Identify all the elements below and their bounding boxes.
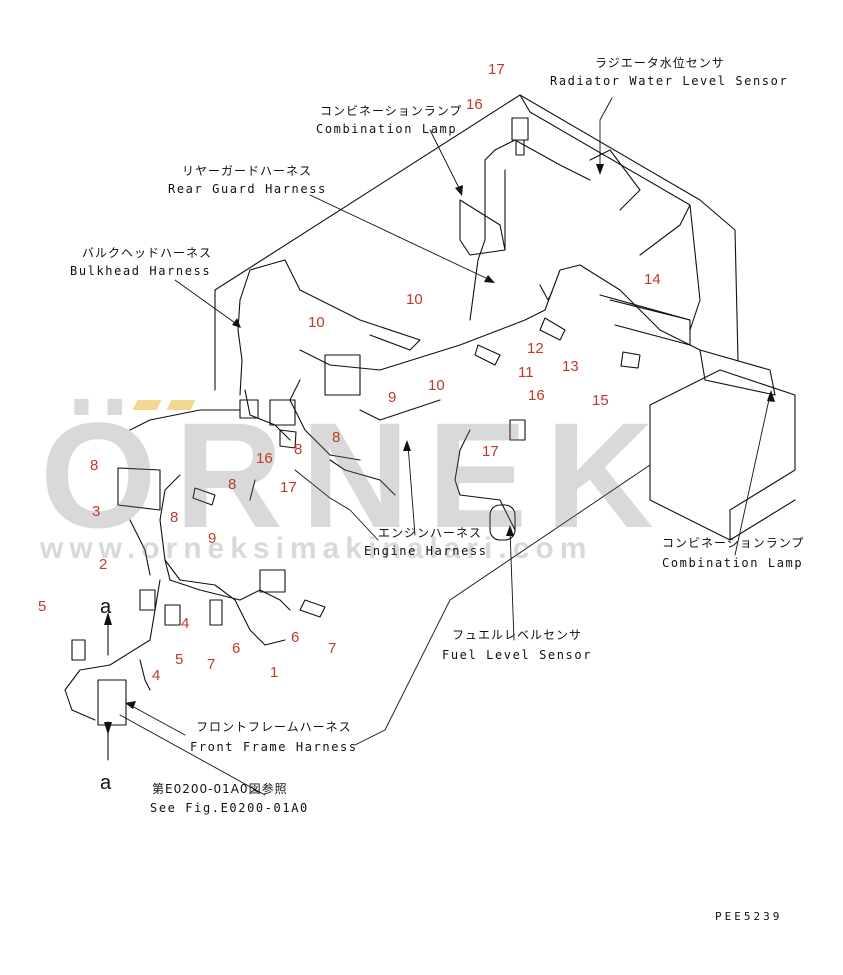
arrowheads bbox=[104, 164, 775, 735]
part-number-4: 4 bbox=[152, 667, 161, 684]
combination-lamp-side-label-en: Combination Lamp bbox=[662, 556, 804, 570]
part-number-14: 14 bbox=[644, 271, 661, 288]
bulkhead-harness-label-jp: バルクヘッドハーネス bbox=[82, 246, 213, 260]
harness-routes bbox=[64, 139, 701, 721]
part-number-10: 10 bbox=[428, 377, 445, 394]
combination-lamp-side-label-jp: コンビネーションランプ bbox=[662, 536, 805, 550]
part-number-8: 8 bbox=[170, 509, 179, 526]
part-number-10: 10 bbox=[308, 314, 325, 331]
radiator-sensor-label-jp: ラジエータ水位センサ bbox=[595, 56, 725, 70]
leader-lines bbox=[119, 97, 771, 796]
bulkhead-harness-label-en: Bulkhead Harness bbox=[70, 264, 212, 278]
front-frame-harness-label-jp: フロントフレームハーネス bbox=[196, 720, 352, 734]
part-number-8: 8 bbox=[294, 441, 303, 458]
part-number-13: 13 bbox=[562, 358, 579, 375]
part-number-4: 4 bbox=[181, 615, 190, 632]
part-number-6: 6 bbox=[232, 640, 241, 657]
part-number-9: 9 bbox=[388, 389, 397, 406]
part-number-8: 8 bbox=[90, 457, 99, 474]
part-number-2: 2 bbox=[99, 556, 108, 573]
part-number-5: 5 bbox=[38, 598, 47, 615]
rear-guard-harness-label-jp: リヤーガードハーネス bbox=[182, 164, 313, 178]
connector-shapes bbox=[97, 354, 516, 726]
part-number-1: 1 bbox=[270, 664, 279, 681]
part-number-9: 9 bbox=[208, 530, 217, 547]
engine-harness-label-jp: エンジンハーネス bbox=[378, 526, 483, 540]
part-number-7: 7 bbox=[207, 656, 216, 673]
part-number-8: 8 bbox=[228, 476, 237, 493]
drawing-code: PEE5239 bbox=[715, 910, 783, 923]
part-number-15: 15 bbox=[592, 392, 609, 409]
part-number-6: 6 bbox=[291, 629, 300, 646]
see-figure-label-en: See Fig.E0200-01A0 bbox=[150, 801, 309, 815]
part-number-3: 3 bbox=[92, 503, 101, 520]
combination-lamp-rear-label-en: Combination Lamp bbox=[316, 122, 458, 136]
part-number-8: 8 bbox=[332, 429, 341, 446]
bolt-shapes bbox=[71, 117, 641, 661]
view-marker-a-top: a bbox=[100, 596, 112, 618]
view-marker-a-bottom: a bbox=[100, 772, 112, 794]
part-number-16: 16 bbox=[528, 387, 545, 404]
fuel-level-sensor-label-en: Fuel Level Sensor bbox=[442, 648, 593, 662]
engine-harness-label-en: Engine Harness bbox=[364, 544, 488, 558]
part-number-11: 11 bbox=[518, 364, 534, 381]
part-number-17: 17 bbox=[482, 443, 499, 460]
front-frame-harness-label-en: Front Frame Harness bbox=[190, 740, 358, 754]
radiator-sensor-label-en: Radiator Water Level Sensor bbox=[550, 74, 789, 88]
part-number-16: 16 bbox=[256, 450, 273, 467]
part-number-17: 17 bbox=[488, 61, 505, 78]
combination-lamp-rear-label-jp: コンビネーションランプ bbox=[320, 104, 463, 118]
fuel-level-sensor-label-jp: フュエルレベルセンサ bbox=[452, 628, 583, 642]
machine-body-outline bbox=[214, 94, 739, 391]
see-figure-label-jp: 第E0200-01A0図参照 bbox=[152, 782, 288, 796]
tank-box-outline bbox=[649, 349, 796, 541]
part-number-7: 7 bbox=[328, 640, 337, 657]
part-number-16: 16 bbox=[466, 96, 483, 113]
part-number-5: 5 bbox=[175, 651, 184, 668]
rear-guard-harness-label-en: Rear Guard Harness bbox=[168, 182, 327, 196]
part-number-10: 10 bbox=[406, 291, 423, 308]
part-number-12: 12 bbox=[527, 340, 544, 357]
part-number-17: 17 bbox=[280, 479, 297, 496]
